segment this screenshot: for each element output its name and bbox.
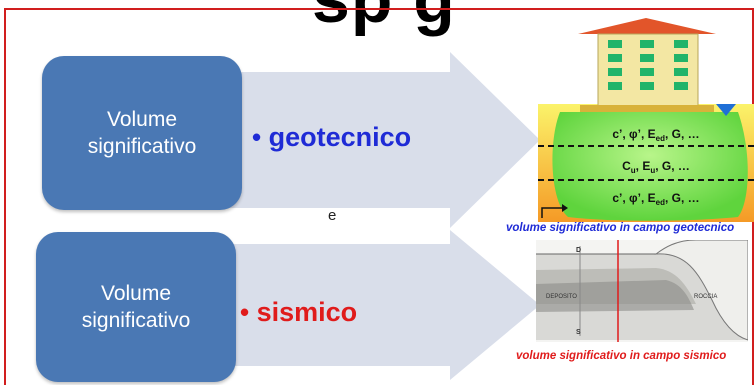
box-line1: Volume [106, 108, 178, 131]
seismic-illustration: D S DEPOSITO ROCCIA [536, 240, 748, 342]
bracket-arrow [541, 207, 562, 218]
geotechnical-illustration: c’, φ’, Eed, G, … Cu, Eu, G, … c’, φ’, E… [538, 18, 754, 222]
bullet-sismico-text: sismico [256, 297, 358, 327]
slide-title-fragment: sp g [312, 0, 456, 38]
connector-e: e [328, 207, 337, 224]
box-line2: significativo [81, 309, 191, 332]
stress-bulb [552, 112, 748, 221]
rock-slope [654, 240, 748, 341]
svg-text:D: D [576, 247, 581, 254]
svg-text:S: S [576, 329, 581, 336]
foundation [580, 105, 714, 112]
water-table-icon [716, 104, 736, 116]
bullet-sismico: • sismico [240, 297, 357, 328]
svg-text:Cu, Eu, G, …: Cu, Eu, G, … [622, 159, 690, 175]
box-line1: Volume [100, 282, 172, 305]
roof [578, 18, 716, 34]
volume-box-geotecnico: Volume significativo [42, 56, 242, 210]
volume-box-sismico: Volume significativo [36, 232, 236, 382]
bullet-geotecnico: • geotecnico [252, 122, 411, 153]
svg-text:ROCCIA: ROCCIA [694, 294, 717, 300]
svg-text:DEPOSITO: DEPOSITO [546, 294, 577, 300]
bullet-geotecnico-text: geotecnico [268, 122, 412, 152]
seismic-caption: volume significativo in campo sismico [516, 350, 727, 362]
geo-caption: volume significativo in campo geotecnico [506, 222, 735, 234]
bottom-arrow [195, 230, 540, 380]
box-line2: significativo [87, 135, 197, 158]
top-arrow [195, 52, 540, 228]
svg-text:c’, φ’, Eed, G, …: c’, φ’, Eed, G, … [612, 127, 699, 143]
bullet-dot: • [240, 297, 250, 327]
bullet-dot: • [252, 122, 262, 152]
svg-text:c’, φ’, Eed, G, …: c’, φ’, Eed, G, … [612, 191, 699, 207]
